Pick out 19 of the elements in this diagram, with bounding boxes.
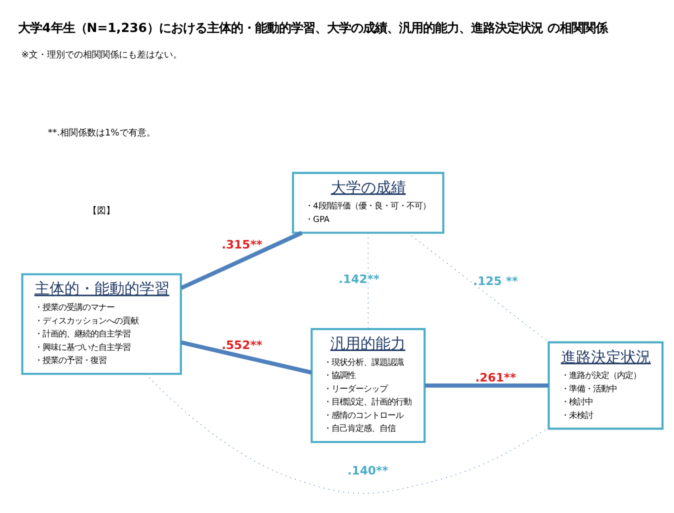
node-box: 汎用的能力 ・現状分析、課題認識 ・協調性 ・リーダーシップ ・目標設定、計画的行動 ・感情のコントロール ・自己肯定感、自信	[310, 328, 426, 444]
connector	[424, 383, 548, 388]
edge-label: .552**	[222, 338, 262, 352]
node-box: 主体的・能動的学習 ・授業の受講のマナー ・ディスカッションへの貢献 ・計画的、継続的自主学習 ・興味に基づいた自主学習 ・授業の予習・復習	[21, 273, 182, 375]
label: ※文・理別での相関関係にも差はない。	[21, 50, 182, 60]
edge-label: .142**	[338, 272, 380, 286]
edge-label: .315**	[222, 238, 262, 252]
edge-label: .125 **	[473, 274, 518, 288]
connector	[180, 340, 312, 375]
connector	[145, 374, 550, 494]
label: 【図】	[88, 206, 116, 216]
edge-label: .261**	[475, 370, 516, 385]
node-box: 大学の成績 ・4段階評価（優・良・可・不可） ・GPA	[292, 172, 444, 234]
label: **.相関係数は1%で有意。	[48, 128, 156, 138]
diagram-title: 大学4年生（N=1,236）における主体的・能動的学習、大学の成績、汎用的能力、進路決定状況 の相関関係	[18, 20, 608, 35]
connector	[180, 230, 303, 290]
connector	[407, 232, 550, 343]
edge-label: .140**	[347, 464, 388, 478]
node-box: 進路決定状況 ・進路が決定（内定） ・準備・活動中 ・検討中 ・未検討	[548, 341, 664, 430]
